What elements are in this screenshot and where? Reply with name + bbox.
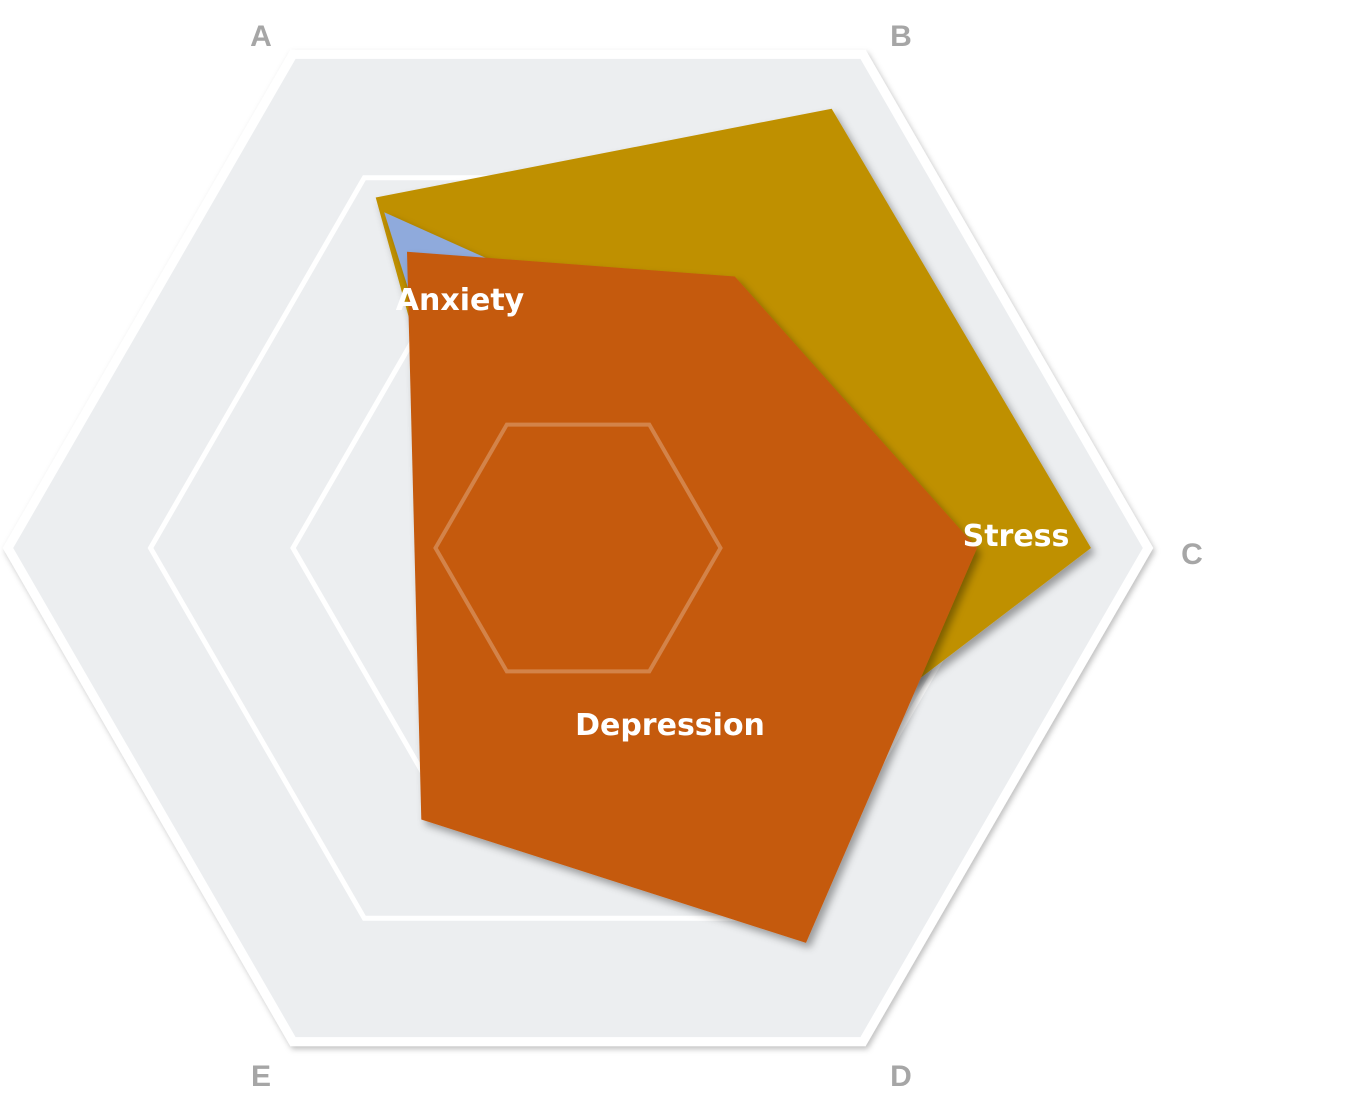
series-label-depression: Depression	[575, 708, 765, 743]
axis-label-e: E	[251, 1060, 271, 1093]
series-polygon-depression	[407, 251, 977, 943]
axis-label-b: B	[890, 20, 912, 53]
radar-grid-ring-center	[433, 422, 723, 674]
series-label-stress: Stress	[963, 519, 1070, 554]
axis-label-a: A	[250, 20, 272, 53]
axis-label-c: C	[1181, 538, 1203, 571]
radar-center	[433, 422, 723, 674]
series-label-anxiety: Anxiety	[396, 283, 525, 318]
radar-series	[375, 108, 1091, 943]
axis-label-d: D	[890, 1060, 912, 1093]
radar-labels: A B C D E Anxiety Stress Depression	[250, 20, 1203, 1093]
